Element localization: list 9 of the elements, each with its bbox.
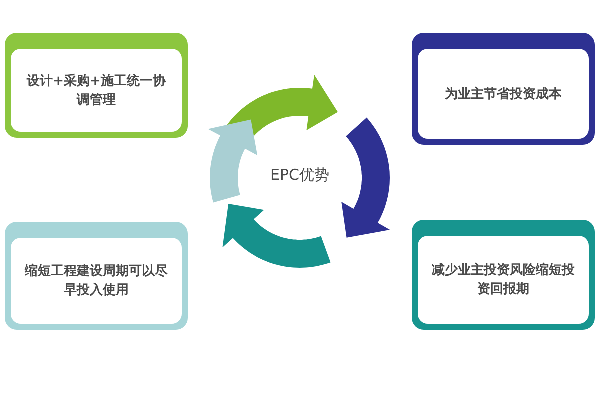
- card-text: 为业主节省投资成本: [444, 86, 563, 104]
- text-card: [5, 222, 188, 330]
- text-card: [412, 33, 595, 145]
- text-card: [412, 220, 595, 330]
- card-text: 缩短工程建设周期可以尽早投入使用: [24, 262, 169, 300]
- center-label: EPC优势: [270, 166, 330, 185]
- card-text: 减少业主投资风险缩短投资回报期: [431, 262, 576, 299]
- text-card: [5, 33, 188, 138]
- card-text: 设计+采购+施工统一协调管理: [26, 72, 168, 110]
